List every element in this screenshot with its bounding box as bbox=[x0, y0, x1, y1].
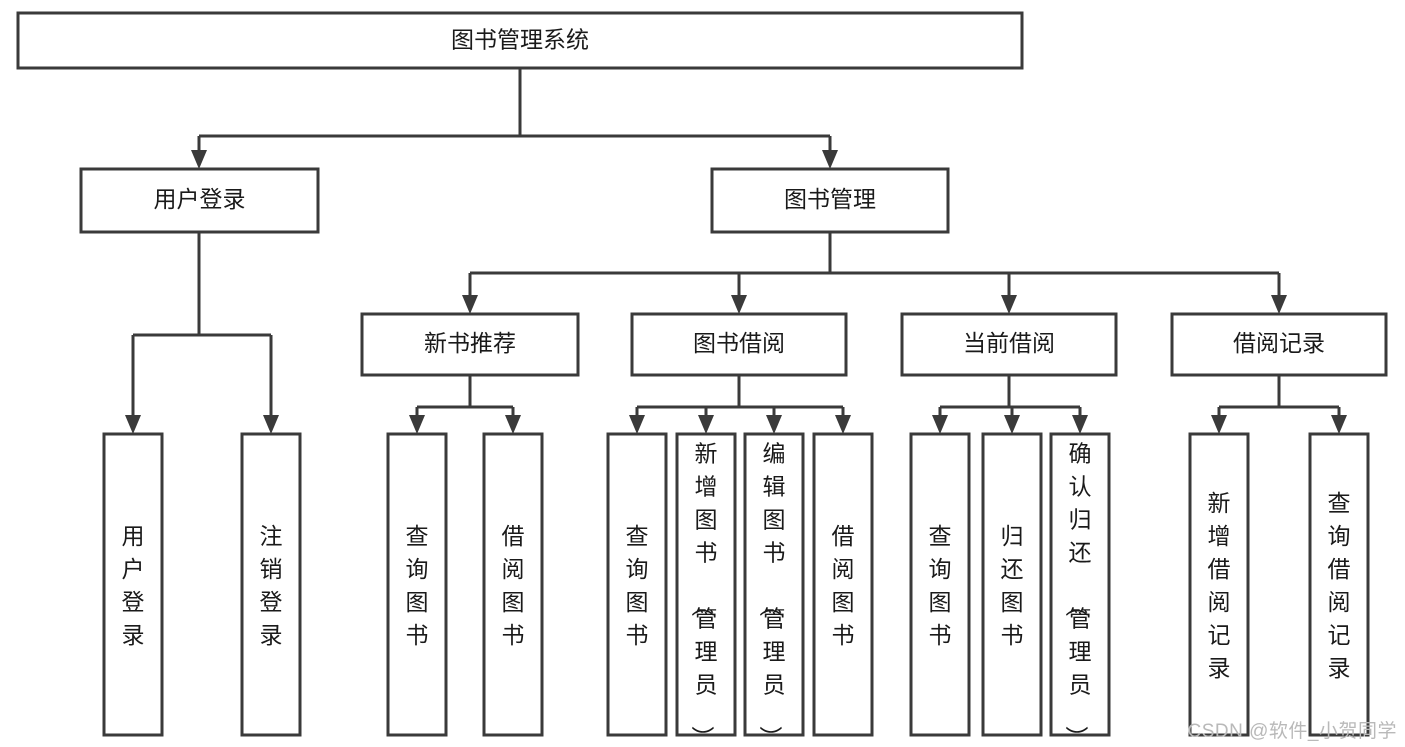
node-label: 当前借阅 bbox=[963, 330, 1055, 356]
node-label: 图书管理 bbox=[784, 186, 876, 212]
node-leaf[interactable]: 查询借阅记录 bbox=[1308, 432, 1370, 737]
arrow-head-icon bbox=[462, 295, 478, 314]
node-box[interactable] bbox=[16, 11, 1024, 70]
node-box[interactable] bbox=[79, 167, 320, 234]
node-box[interactable] bbox=[675, 432, 737, 737]
node-book-management[interactable]: 图书管理 bbox=[710, 167, 950, 234]
node-leaf[interactable]: 用户登录 bbox=[102, 432, 164, 737]
arrow-head-icon bbox=[1004, 415, 1020, 434]
node-label: 确认归还（管理员） bbox=[1064, 441, 1092, 747]
node-leaf[interactable]: 注销登录 bbox=[240, 432, 302, 737]
connector-userlogin-to-leaves bbox=[125, 232, 279, 434]
leaf-node-layer: 用户登录 注销登录 查询图书 借阅图书 查询图书 新增图书（管理员） 编辑图书（管理员） 借阅… bbox=[102, 432, 1370, 747]
connector-bookmgmt-to-level2 bbox=[462, 232, 1287, 314]
node-leaf[interactable]: 新增借阅记录 bbox=[1188, 432, 1250, 737]
node-new-book-recommend[interactable]: 新书推荐 bbox=[360, 312, 580, 377]
node-book-borrow[interactable]: 图书借阅 bbox=[630, 312, 848, 377]
node-current-borrow[interactable]: 当前借阅 bbox=[900, 312, 1118, 377]
node-box[interactable] bbox=[386, 432, 448, 737]
node-root-system[interactable]: 图书管理系统 bbox=[16, 11, 1024, 70]
node-leaf[interactable]: 确认归还（管理员） bbox=[1049, 432, 1111, 747]
arrow-head-icon bbox=[698, 415, 714, 434]
node-label: 查询图书 bbox=[929, 523, 952, 648]
node-box[interactable] bbox=[240, 432, 302, 737]
node-label: 图书管理系统 bbox=[451, 27, 589, 53]
arrow-head-icon bbox=[1072, 415, 1088, 434]
arrow-head-icon bbox=[1271, 295, 1287, 314]
node-box[interactable] bbox=[630, 312, 848, 377]
arrow-head-icon bbox=[932, 415, 948, 434]
node-box[interactable] bbox=[360, 312, 580, 377]
node-box[interactable] bbox=[900, 312, 1118, 377]
connector-root-to-level1 bbox=[191, 68, 838, 169]
node-box[interactable] bbox=[909, 432, 971, 737]
node-label: 新书推荐 bbox=[424, 330, 516, 356]
node-user-login[interactable]: 用户登录 bbox=[79, 167, 320, 234]
node-label: 借阅图书 bbox=[832, 523, 855, 648]
node-box[interactable] bbox=[482, 432, 544, 737]
watermark-text: CSDN @软件_小贺同学 bbox=[1187, 721, 1397, 742]
node-label: 用户登录 bbox=[122, 523, 145, 648]
arrow-head-icon bbox=[505, 415, 521, 434]
arrow-head-icon bbox=[1211, 415, 1227, 434]
node-label: 归还图书 bbox=[1001, 523, 1024, 648]
arrow-head-icon bbox=[731, 295, 747, 314]
connector-newbook-to-leaves bbox=[409, 375, 521, 434]
arrow-head-icon bbox=[1001, 295, 1017, 314]
arrow-head-icon bbox=[766, 415, 782, 434]
arrow-head-icon bbox=[191, 150, 207, 169]
node-box[interactable] bbox=[1188, 432, 1250, 737]
node-label: 查询借阅记录 bbox=[1328, 490, 1351, 681]
arrow-head-icon bbox=[629, 415, 645, 434]
arrow-head-icon bbox=[409, 415, 425, 434]
node-borrow-records[interactable]: 借阅记录 bbox=[1170, 312, 1388, 377]
arrow-head-icon bbox=[125, 415, 141, 434]
arrow-head-icon bbox=[263, 415, 279, 434]
node-box[interactable] bbox=[606, 432, 668, 737]
arrow-head-icon bbox=[1331, 415, 1347, 434]
node-box[interactable] bbox=[1308, 432, 1370, 737]
connector-borrow-to-leaves bbox=[629, 375, 851, 434]
node-box[interactable] bbox=[981, 432, 1043, 737]
node-box[interactable] bbox=[812, 432, 874, 737]
node-leaf[interactable]: 借阅图书 bbox=[812, 432, 874, 737]
node-box[interactable] bbox=[1049, 432, 1111, 737]
node-label: 新增图书（管理员） bbox=[690, 441, 718, 747]
node-label: 查询图书 bbox=[626, 523, 649, 648]
connector-current-to-leaves bbox=[932, 375, 1088, 434]
node-label: 新增借阅记录 bbox=[1208, 490, 1231, 681]
node-leaf[interactable]: 编辑图书（管理员） bbox=[743, 432, 805, 747]
node-label: 借阅记录 bbox=[1233, 330, 1325, 356]
node-label: 用户登录 bbox=[154, 186, 246, 212]
node-label: 查询图书 bbox=[406, 523, 429, 648]
arrow-head-icon bbox=[822, 150, 838, 169]
connector-records-to-leaves bbox=[1211, 375, 1347, 434]
node-box[interactable] bbox=[1170, 312, 1388, 377]
node-box[interactable] bbox=[743, 432, 805, 737]
node-leaf[interactable]: 查询图书 bbox=[909, 432, 971, 737]
node-leaf[interactable]: 新增图书（管理员） bbox=[675, 432, 737, 747]
node-label: 注销登录 bbox=[260, 523, 283, 648]
node-label: 借阅图书 bbox=[502, 523, 525, 648]
node-label: 图书借阅 bbox=[693, 330, 785, 356]
node-box[interactable] bbox=[710, 167, 950, 234]
node-label: 编辑图书（管理员） bbox=[758, 441, 786, 747]
node-leaf[interactable]: 借阅图书 bbox=[482, 432, 544, 737]
arrow-head-icon bbox=[835, 415, 851, 434]
node-leaf[interactable]: 查询图书 bbox=[386, 432, 448, 737]
node-leaf[interactable]: 查询图书 bbox=[606, 432, 668, 737]
node-leaf[interactable]: 归还图书 bbox=[981, 432, 1043, 737]
node-box[interactable] bbox=[102, 432, 164, 737]
